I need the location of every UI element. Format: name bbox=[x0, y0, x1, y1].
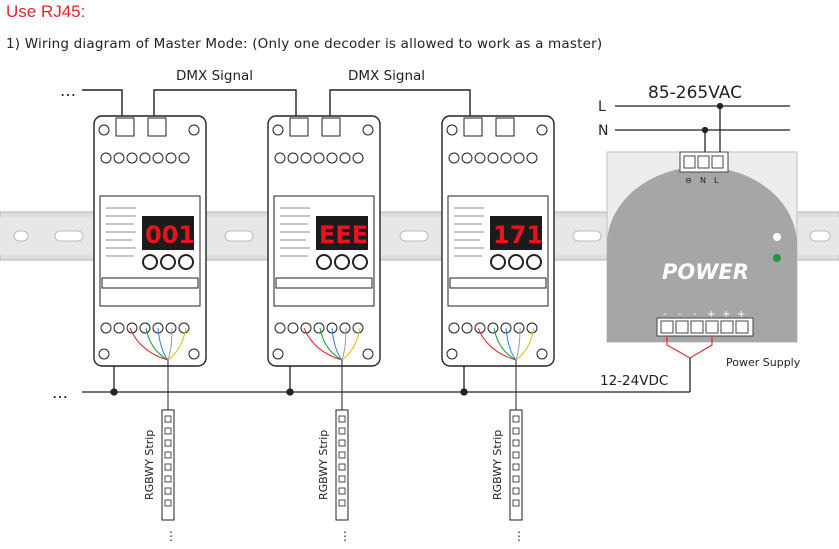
neutral-label: N bbox=[598, 123, 608, 139]
svg-text:+: + bbox=[737, 309, 745, 320]
line-label: L bbox=[598, 99, 606, 115]
input-ellipsis: … bbox=[60, 81, 76, 100]
strip-1-label: RGBWY Strip bbox=[143, 430, 156, 500]
svg-text:+: + bbox=[722, 309, 730, 320]
ac-mains-lines bbox=[615, 102, 790, 152]
svg-text:-: - bbox=[678, 309, 682, 320]
dmx-wiring bbox=[82, 89, 471, 118]
psu-terminal-ground: ⊖ bbox=[685, 176, 692, 185]
strip-1-ellipsis: ⋮ bbox=[165, 529, 177, 543]
dmx-signal-label-2: DMX Signal bbox=[348, 68, 425, 84]
dmx-signal-label-1: DMX Signal bbox=[176, 68, 253, 84]
power-supply: ⊖ N L POWER - - - + + + bbox=[606, 151, 798, 343]
led-strip-3: RGBWY Strip ⋮ bbox=[491, 409, 525, 543]
decoder-2-display: EEE bbox=[319, 221, 368, 249]
strip-3-label: RGBWY Strip bbox=[491, 430, 504, 500]
psu-indicator-green bbox=[773, 254, 781, 262]
ac-voltage-label: 85-265VAC bbox=[648, 83, 742, 103]
strip-wires bbox=[129, 327, 535, 410]
decoder-1-display: 001 bbox=[145, 221, 195, 249]
power-supply-label: Power Supply bbox=[726, 356, 801, 369]
strip-2-label: RGBWY Strip bbox=[317, 430, 330, 500]
svg-text:-: - bbox=[663, 309, 667, 320]
section-heading: Use RJ45: bbox=[6, 2, 86, 21]
strip-2-ellipsis: ⋮ bbox=[339, 529, 351, 543]
decoder-2: EEE bbox=[267, 115, 381, 367]
decoder-3: 171 bbox=[441, 115, 555, 367]
decoder-3-display: 171 bbox=[493, 221, 543, 249]
led-strip-2: RGBWY Strip ⋮ bbox=[317, 409, 351, 543]
psu-indicator-white bbox=[773, 233, 781, 241]
svg-text:+: + bbox=[707, 309, 715, 320]
psu-terminal-l: L bbox=[714, 176, 719, 185]
diagram-caption: 1) Wiring diagram of Master Mode: (Only … bbox=[6, 36, 603, 52]
led-strip-1: RGBWY Strip ⋮ bbox=[143, 409, 177, 543]
svg-text:-: - bbox=[693, 309, 697, 320]
dc-voltage-label: 12-24VDC bbox=[600, 373, 668, 389]
psu-terminal-n: N bbox=[700, 176, 706, 185]
bus-ellipsis: … bbox=[52, 383, 68, 402]
power-label: POWER bbox=[662, 260, 749, 284]
decoder-1: 001 bbox=[93, 115, 207, 367]
strip-3-ellipsis: ⋮ bbox=[513, 529, 525, 543]
